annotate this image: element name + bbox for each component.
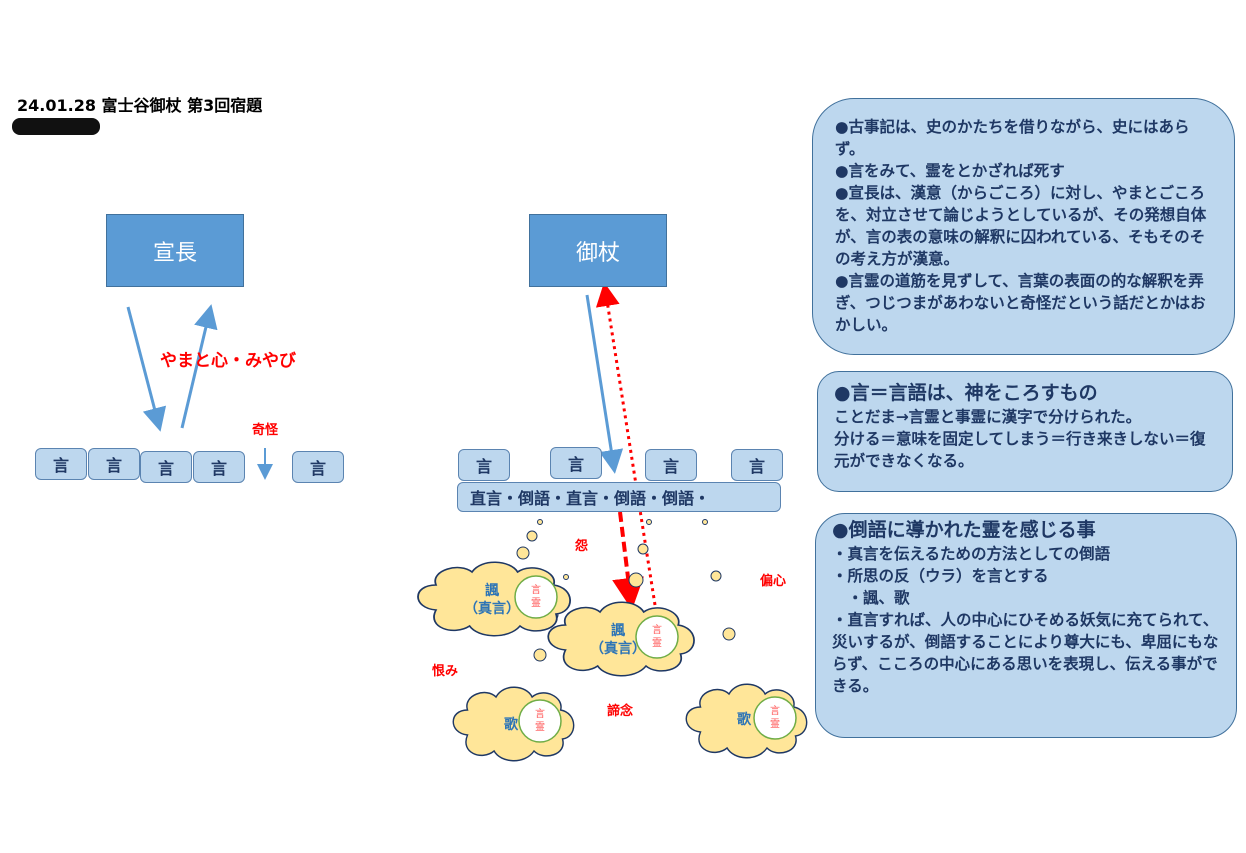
emotion-grudge: 恨み [432,664,459,679]
emotion-resignation: 諦念 [607,704,634,719]
norinaga-box: 宣長 [106,214,244,287]
kotodama-4: 言霊 [770,706,780,730]
emotion-resentment: 怨 [575,539,589,554]
note-kojiki: ●古事記は、史のかたちを借りながら、史にはあらず。●言をみて、霊をとかざれば死す… [812,98,1235,355]
cloud-2-text: 諷（真言） [590,623,646,657]
note-tougo: ●倒語に導かれた霊を感じる事・真言を伝えるための方法としての倒語・所思の反（ウラ… [815,513,1237,738]
kotodama-1: 言霊 [531,585,541,609]
word-box: 言 [550,447,602,479]
cloud-1-text: 諷（真言） [464,583,520,617]
page-title: 24.01.28 富士谷御杖 第3回宿題 [17,96,263,115]
arrow-down-left [126,306,167,432]
redacted-name [12,118,100,135]
note-kotodama: ●言＝言語は、神をころすものことだま→言霊と事霊に漢字で分けられた。分ける＝意味… [817,371,1233,492]
yamato-label: やまと心・みやび [160,351,296,371]
kotodama-2: 言霊 [652,625,662,649]
word-box: 言 [35,448,87,480]
bubbles [516,519,736,662]
cloud-3-text: 歌 [504,717,518,733]
speech-bar: 直言・倒語・直言・倒語・倒語・ [457,482,781,512]
word-box: 言 [731,449,783,481]
word-box: 言 [88,448,140,480]
mitsue-box: 御杖 [529,214,667,287]
cloud-4-text: 歌 [737,712,751,728]
word-box: 言 [458,449,510,481]
word-box: 言 [292,451,344,483]
word-box: 言 [193,451,245,483]
kotodama-3: 言霊 [535,709,545,733]
word-box: 言 [645,449,697,481]
emotion-bias: 偏心 [760,574,787,589]
dashed-arrow-down [612,511,644,610]
odd-label: 奇怪 [252,423,279,438]
arrow-down-center [585,294,624,474]
dotted-arrow-up [595,282,657,606]
arrow-up-left [180,304,218,429]
word-box: 言 [140,451,192,483]
